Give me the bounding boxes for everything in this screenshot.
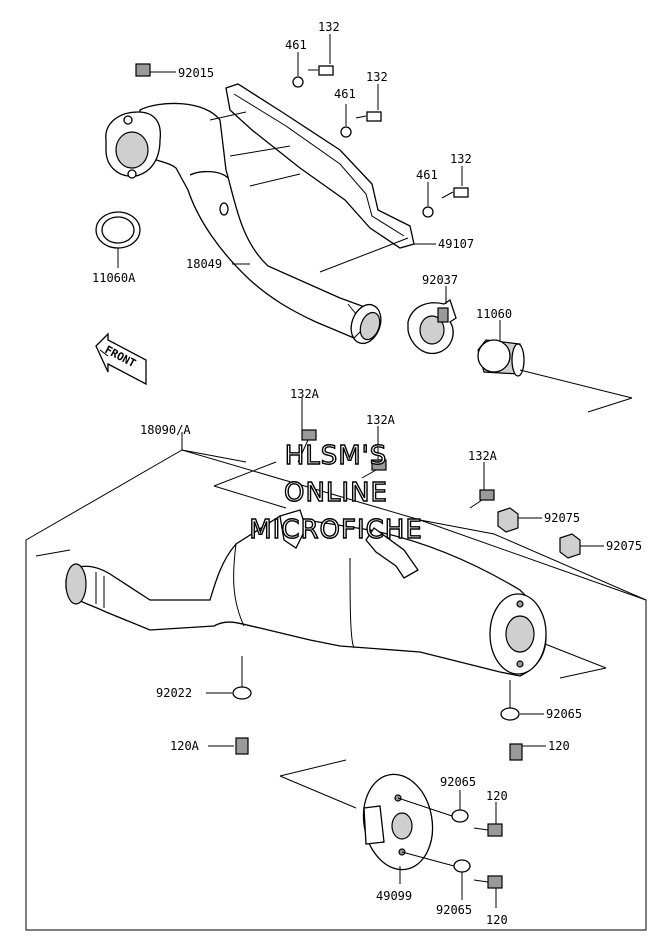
part-label-132A: 132A [468,449,498,463]
part-label-92065: 92065 [546,707,582,721]
part-label-132: 132 [318,20,340,34]
part-label-461: 461 [334,87,356,101]
muffler-frame-lines [25,449,647,931]
part-label-92075: 92075 [606,539,642,553]
gasket-part [95,211,141,249]
part-label-120: 120 [486,913,508,927]
part-label-132A: 132A [290,387,320,401]
part-label-49099: 49099 [376,889,412,903]
part-label-132: 132 [450,152,472,166]
part-label-11060A: 11060A [92,271,136,285]
gasket-sleeve-part [477,339,525,377]
part-label-132A: 132A [366,413,396,427]
damper-part [497,507,581,559]
watermark-line-2: ONLINE [284,478,388,508]
washer-part [292,76,434,218]
part-label-92075: 92075 [544,511,580,525]
muffler-part [65,509,547,677]
leader-lines-lower [181,398,604,908]
part-label-18049: 18049 [186,257,222,271]
part-label-120: 120 [486,789,508,803]
leader-lines [117,34,633,413]
watermark: HLSM'S ONLINE MICROFICHE [249,440,423,545]
part-label-120: 120 [548,739,570,753]
part-label-18090A: 18090/A [140,423,191,437]
part-label-120A: 120A [170,739,200,753]
watermark-line-3: MICROFICHE [249,515,423,545]
heat-shield-part [225,83,415,249]
end-cap-part [362,773,503,889]
part-label-11060: 11060 [476,307,512,321]
watermark-line-1: HLSM'S [285,441,388,471]
part-label-49107: 49107 [438,237,474,251]
clamp-part [407,298,457,355]
exhaust-pipe-part [105,102,382,345]
part-label-92015: 92015 [178,66,214,80]
bolt-part [135,63,469,199]
part-label-92022: 92022 [156,686,192,700]
part-label-132: 132 [366,70,388,84]
part-label-92065: 92065 [440,775,476,789]
part-label-461: 461 [285,38,307,52]
part-label-461: 461 [416,168,438,182]
part-label-92065: 92065 [436,903,472,917]
muffler-hardware [232,429,523,761]
part-label-92037: 92037 [422,273,458,287]
front-direction-arrow [95,332,147,386]
